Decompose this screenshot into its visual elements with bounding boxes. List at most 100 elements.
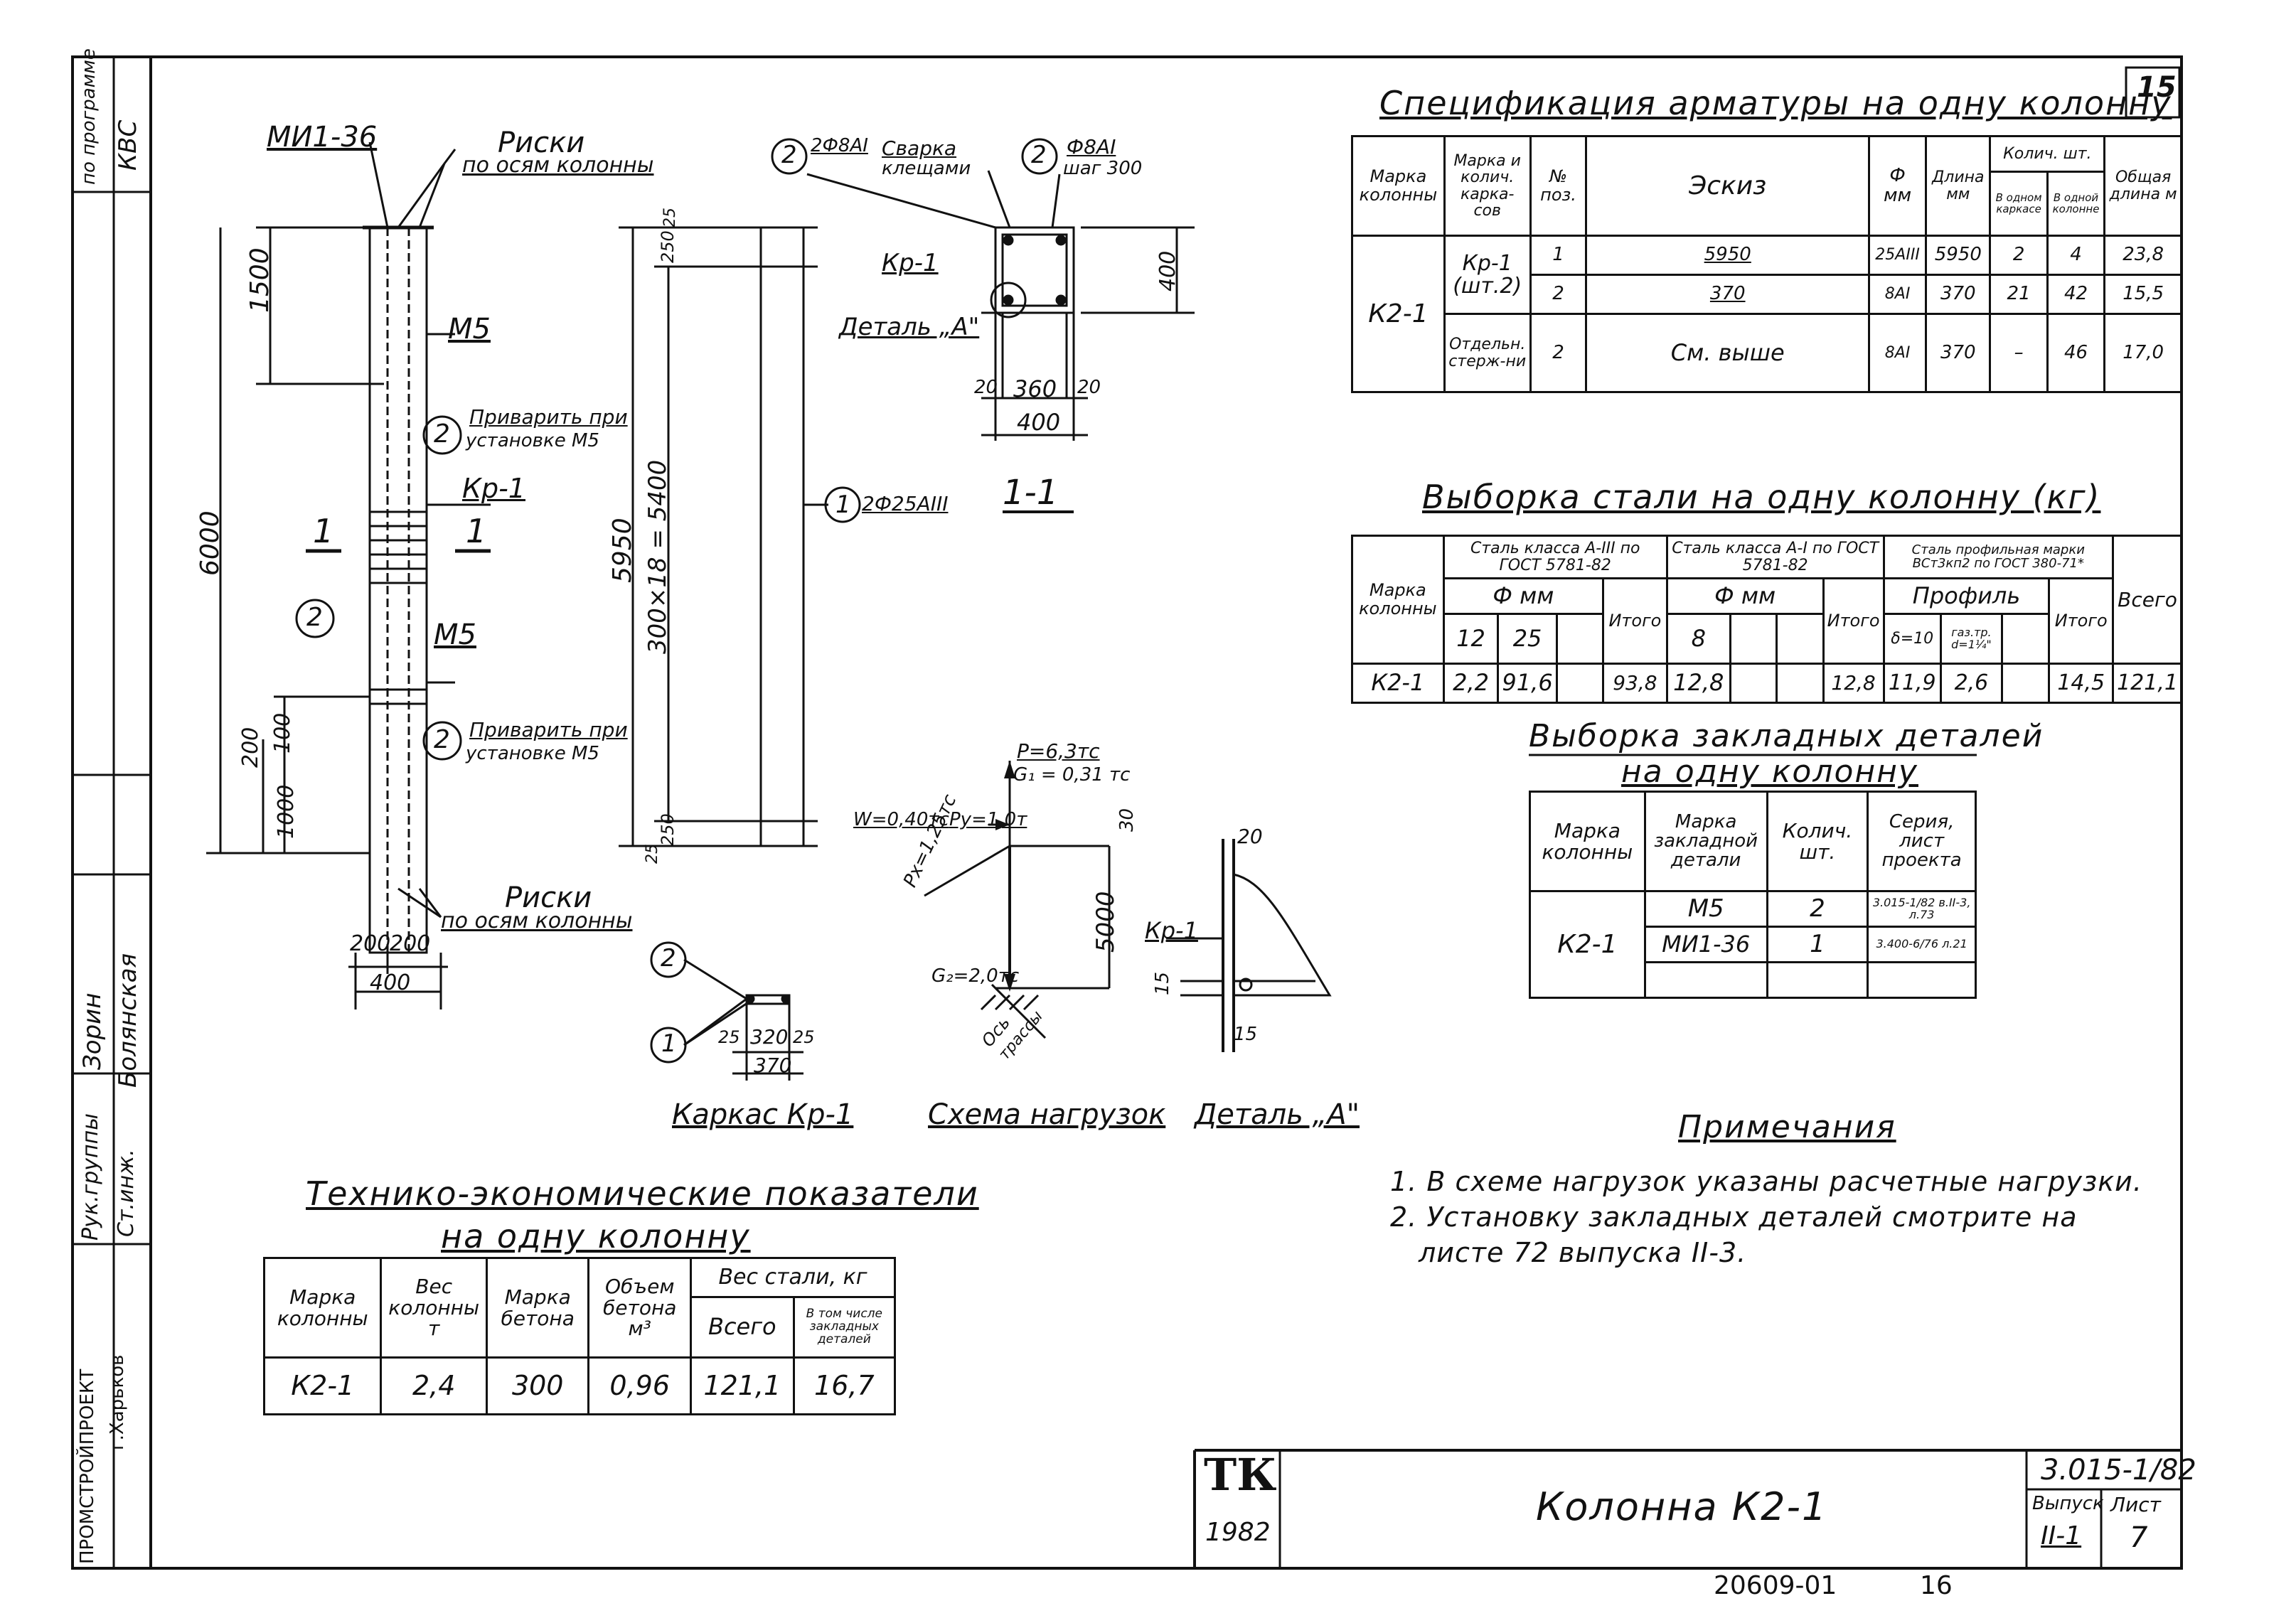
- embed-r2-qty: 1: [1766, 926, 1869, 963]
- section-mark-left: 1: [313, 512, 334, 550]
- steel-r-it1: 93,8: [1602, 663, 1668, 704]
- label-privarit1b: установке М5: [466, 430, 599, 451]
- label-riski-top2: по осям колонны: [462, 153, 654, 178]
- spec-h-karkas: Марка и колич. карка-сов: [1443, 135, 1532, 237]
- spec-r2-total: 15,5: [2103, 274, 2183, 315]
- circle-2-top: 2: [434, 419, 450, 449]
- embed-r2-det: МИ1-36: [1643, 926, 1768, 963]
- steel-table: Марка колонны Сталь класса А-III по ГОСТ…: [1351, 535, 2183, 704]
- steel-r-total: 121,1: [2112, 663, 2183, 704]
- load-w: W=0,40тс: [853, 809, 949, 830]
- dim-250a: 250: [658, 230, 678, 263]
- det-kr1: Кр-1: [1145, 917, 1198, 944]
- label-shag: шаг 300: [1063, 158, 1143, 179]
- load-g2: G₂=2,0тс: [931, 965, 1020, 987]
- label-phi8: Ф8АI: [1067, 135, 1116, 159]
- spec-r1-total: 23,8: [2103, 235, 2183, 276]
- dim-6000: 6000: [196, 510, 225, 576]
- embed-r1-qty: 2: [1766, 890, 1869, 928]
- spec-h-qty: Колич. шт.: [1989, 135, 2106, 173]
- steel-r-12: 2,2: [1442, 663, 1500, 704]
- steel-h-itogo3: Итого: [2048, 577, 2115, 665]
- steel-r-8: 12,8: [1665, 663, 1731, 704]
- spec-title: Спецификация арматуры на одну колонну: [1379, 84, 2172, 122]
- det-20: 20: [1237, 825, 1263, 848]
- spec-table: Марка колонны Марка и колич. карка-сов №…: [1351, 135, 2183, 393]
- dim-200b: 200: [390, 931, 431, 956]
- spec-r3-phi: 8АI: [1867, 313, 1928, 393]
- label-riski-top: Риски: [498, 127, 585, 159]
- steel-r-empty2: [1729, 663, 1778, 704]
- spec-h-sketch: Эскиз: [1585, 135, 1870, 237]
- label-privarit2a: Приварить при: [469, 718, 628, 741]
- spec-r3-q2: 46: [2046, 313, 2106, 393]
- label-mi136: МИ1-36: [267, 121, 378, 154]
- label-svarka-b: клещами: [882, 158, 971, 179]
- sec-dim-360: 360: [1013, 375, 1057, 402]
- dim-100: 100: [270, 712, 295, 754]
- spec-r1-pos: 1: [1529, 235, 1588, 276]
- load-p: Р=6,3тс: [1017, 739, 1100, 763]
- karkas-dim-25a: 25: [718, 1027, 740, 1047]
- det-15a: 15: [1152, 971, 1173, 995]
- sec-dim-400v: 400: [1155, 250, 1180, 291]
- title-name: Колонна К2-1: [1536, 1484, 1828, 1529]
- spec-r1-phi: 25АIII: [1867, 235, 1928, 276]
- embed-r1-ser: 3.015-1/82 в.II-3, л.73: [1867, 890, 1977, 928]
- sec-dim-20b: 20: [1077, 377, 1101, 398]
- circle-1-karkas: 1: [835, 491, 851, 519]
- caption-detail: Деталь „А": [1195, 1098, 1360, 1131]
- dim-5950: 5950: [608, 518, 637, 583]
- steel-h-empty2: [1729, 613, 1778, 665]
- tech-h-total: Всего: [690, 1296, 795, 1359]
- steel-h-vsego: Всего: [2112, 535, 2183, 665]
- steel-r-empty3: [1776, 663, 1825, 704]
- circle-2-karkas-sec: 2: [661, 944, 676, 973]
- tech-r-steel: 121,1: [690, 1356, 795, 1415]
- circle-2-karkas: 2: [781, 141, 797, 169]
- tech-r-volume: 0,96: [587, 1356, 692, 1415]
- circle-1-karkas-sec: 1: [661, 1029, 677, 1058]
- dim-300x18: 300×18 = 5400: [644, 459, 672, 654]
- dim-1000: 1000: [274, 784, 299, 839]
- circle-2-section: 2: [1031, 141, 1047, 169]
- load-30: 30: [1116, 808, 1138, 832]
- spec-r3-pos: 2: [1529, 313, 1588, 393]
- embed-r3-qty: [1766, 961, 1869, 999]
- spec-karkas: Кр-1(шт.2): [1443, 235, 1532, 315]
- spec-h-mark: Марка колонны: [1351, 135, 1446, 237]
- label-riski-bottom: Риски: [505, 882, 592, 914]
- steel-h-prof: Сталь профильная марки ВСт3кп2 по ГОСТ 3…: [1882, 535, 2115, 579]
- load-g1: G₁ = 0,31 тс: [1013, 764, 1131, 786]
- embed-title1: Выборка закладных деталей: [1529, 718, 2044, 754]
- label-m5-bottom: М5: [434, 618, 476, 651]
- section-mark-right: 1: [466, 512, 487, 550]
- label-privarit2b: установке М5: [466, 743, 599, 764]
- dim-25a: 25: [661, 208, 679, 227]
- embed-h-det: Марка закладной детали: [1643, 791, 1768, 892]
- steel-h-profil: Профиль: [1882, 577, 2051, 615]
- label-privarit1a: Приварить при: [469, 405, 628, 429]
- tk-logo: ТК: [1204, 1449, 1277, 1501]
- embed-h-ser: Серия, лист проекта: [1867, 791, 1977, 892]
- load-5000: 5000: [1091, 891, 1120, 953]
- steel-h-25: 25: [1497, 613, 1558, 665]
- label-detail-a: Деталь „А": [839, 313, 980, 341]
- karkas-dim-320: 320: [750, 1025, 789, 1049]
- spec-r1-sketch: 5950: [1585, 235, 1870, 276]
- steel-h-a3: Сталь класса А-III по ГОСТ 5781-82: [1442, 535, 1668, 579]
- steel-h-mark: Марка колонны: [1351, 535, 1445, 665]
- note-2a: 2. Установку закладных деталей смотрите …: [1390, 1201, 2078, 1233]
- tech-h-concrete: Марка бетона: [485, 1257, 590, 1359]
- spec-karkas-qty: (шт.2): [1453, 273, 1522, 299]
- tech-r-weight: 2,4: [380, 1356, 488, 1415]
- title-vyp: II-1: [2041, 1521, 2082, 1550]
- steel-h-phi1: Ф мм: [1442, 577, 1605, 615]
- spec-r1-q1: 2: [1989, 235, 2049, 276]
- spec-r2-len: 370: [1925, 274, 1992, 315]
- drawing-frame: [149, 55, 2183, 1570]
- steel-h-itogo1: Итого: [1602, 577, 1668, 665]
- sheet-number: 15: [2137, 71, 2177, 104]
- steel-h-phi2: Ф мм: [1665, 577, 1825, 615]
- title-code: 3.015-1/82: [2041, 1454, 2196, 1487]
